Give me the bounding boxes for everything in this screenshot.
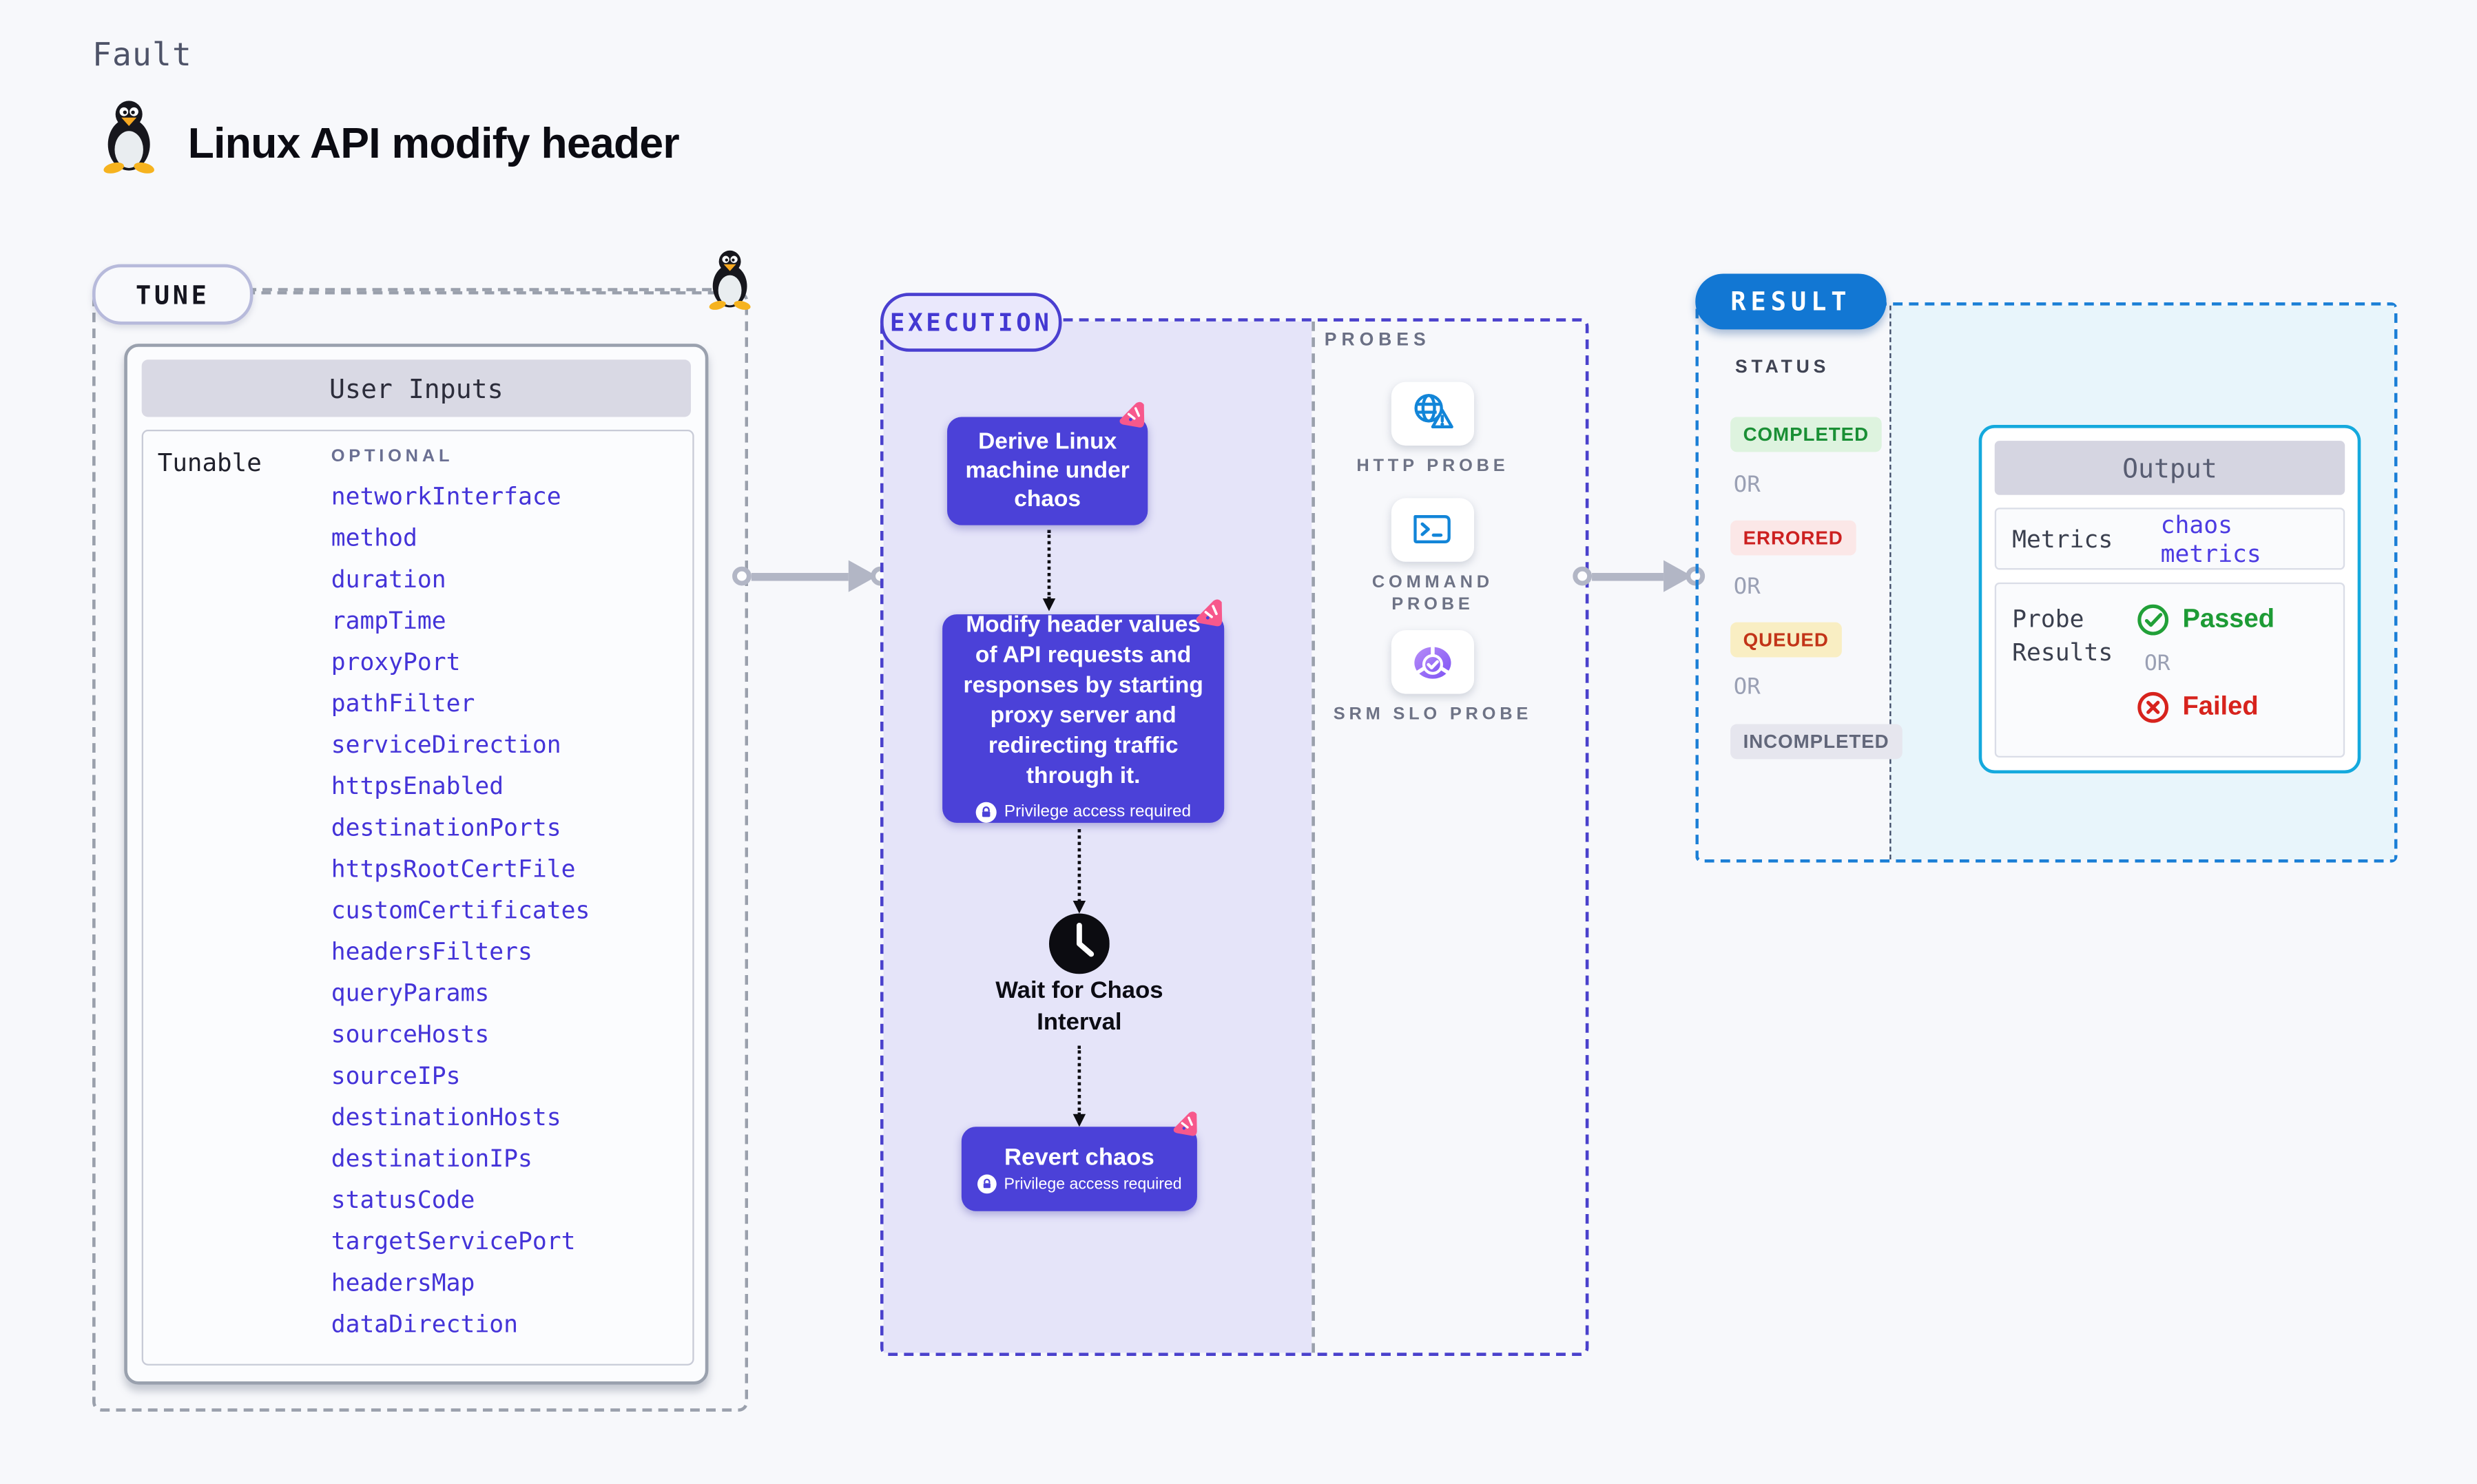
or-label: OR [1733,574,1761,600]
tunable-item[interactable]: queryParams [331,979,490,1007]
flow-arrow [1072,1045,1085,1127]
srm-slo-probe-label: SRM SLO PROBE [1333,704,1533,724]
tunable-item[interactable]: destinationPorts [331,813,561,842]
tunable-item[interactable]: httpsEnabled [331,771,504,801]
step-text: Derive Linux machine under chaos [965,429,1130,513]
tune-section-label: TUNE [135,279,210,310]
passed-label: Passed [2182,605,2275,634]
terminal-icon [1413,515,1451,543]
user-inputs-title: User Inputs [329,373,504,404]
tune-to-execution-arrow [732,556,900,597]
linux-tux-icon [709,250,751,310]
tunable-item[interactable]: rampTime [331,606,446,636]
tunable-item[interactable]: headersFilters [331,937,532,966]
tunable-item[interactable]: httpsRootCertFile [331,855,576,884]
optional-column-label: OPTIONAL [331,447,454,467]
failed-label: Failed [2182,692,2259,721]
probe-results-row: Probe Results Passed OR Failed [1994,582,2345,758]
output-card: Output Metrics chaos metrics Probe Resul… [1978,425,2361,774]
step-wait-interval: Wait for Chaos Interval [995,976,1163,1036]
probes-divider [1312,321,1315,1353]
failed-x-icon [2137,691,2169,723]
output-card-header: Output [1994,441,2345,495]
tunable-item[interactable]: destinationIPs [331,1144,532,1173]
result-section-label: RESULT [1730,286,1852,317]
lock-icon [977,1174,996,1194]
or-label: OR [1733,674,1761,700]
passed-check-icon [2137,604,2169,636]
tunable-column-label: Tunable [157,448,262,478]
connector-start-dot [1573,566,1593,586]
tunable-item[interactable]: pathFilter [331,689,475,718]
execution-section-pill: EXECUTION [880,293,1062,352]
step-text: Revert chaos [1004,1144,1154,1171]
wait-clock-icon [1048,913,1110,974]
tunables-table: Tunable OPTIONAL networkInterface method… [141,429,694,1366]
tune-section-box [92,291,749,1412]
status-badge-errored: ERRORED [1730,520,1856,556]
flow-arrow [1041,530,1055,612]
or-label: OR [1733,472,1761,499]
tunable-item[interactable]: destinationHosts [331,1102,561,1132]
privilege-note: Privilege access required [1004,801,1192,821]
connector-start-dot [732,566,752,586]
tunable-item[interactable]: dataDirection [331,1309,519,1339]
connector-line [751,572,849,581]
tune-connector-line [247,288,712,291]
chaos-badge-icon [1173,1111,1197,1136]
user-inputs-header: User Inputs [141,359,691,417]
page-title: Linux API modify header [187,119,680,167]
status-badge-incompleted: INCOMPLETED [1730,724,1903,760]
step-derive-machine: Derive Linux machine under chaos [947,417,1148,525]
metrics-label: Metrics [2012,524,2113,554]
execution-to-result-arrow [1573,556,1714,597]
user-inputs-card: User Inputs Tunable OPTIONAL networkInte… [124,344,709,1385]
step-revert-chaos: Revert chaos Privilege access required [961,1127,1197,1211]
tune-section-pill: TUNE [92,264,253,325]
tunable-item[interactable]: targetServicePort [331,1226,576,1256]
tunable-item[interactable]: headersMap [331,1268,475,1297]
tunable-item[interactable]: duration [331,565,446,594]
tunable-item[interactable]: sourceHosts [331,1020,490,1049]
tunable-item[interactable]: statusCode [331,1185,475,1215]
command-probe-card [1391,498,1475,562]
http-probe-label: HTTP PROBE [1356,457,1509,477]
command-probe-label: COMMAND PROBE [1371,572,1493,614]
fault-kind-label: Fault [92,34,192,74]
tunable-item[interactable]: serviceDirection [331,730,561,760]
tunable-item[interactable]: proxyPort [331,647,461,677]
tunable-item[interactable]: method [331,523,417,552]
chaos-badge-icon [1119,401,1145,428]
slo-donut-icon [1414,645,1451,679]
step-modify-header: Modify header values of API requests and… [942,612,1225,823]
tunable-item[interactable]: sourceIPs [331,1061,461,1091]
or-label: OR [2144,651,2170,677]
output-title: Output [2122,452,2217,483]
privilege-note: Privilege access required [1004,1175,1182,1193]
execution-section-label: EXECUTION [889,308,1053,337]
probe-results-label: Probe Results [2012,605,2113,667]
tunable-item[interactable]: customCertificates [331,896,590,925]
tunables-list: networkInterface method duration rampTim… [331,485,590,1338]
lock-icon [975,801,997,822]
probes-section-label: PROBES [1324,331,1431,351]
srm-slo-probe-card [1391,630,1475,694]
tunable-item[interactable]: networkInterface [331,482,561,511]
result-section-pill: RESULT [1695,273,1887,330]
metrics-value-link[interactable]: chaos metrics [2160,510,2261,567]
connector-line [1592,572,1664,581]
linux-tux-icon [103,101,154,174]
http-probe-card [1391,382,1475,446]
globe-warning-icon [1414,394,1453,429]
metrics-row: Metrics chaos metrics [1994,508,2345,570]
status-column-label: STATUS [1735,357,1830,377]
status-badge-queued: QUEUED [1730,622,1842,658]
step-text: Modify header values of API requests and… [963,612,1203,789]
flow-arrow [1072,829,1085,914]
chaos-badge-icon [1196,599,1223,627]
status-badge-completed: COMPLETED [1730,417,1882,452]
